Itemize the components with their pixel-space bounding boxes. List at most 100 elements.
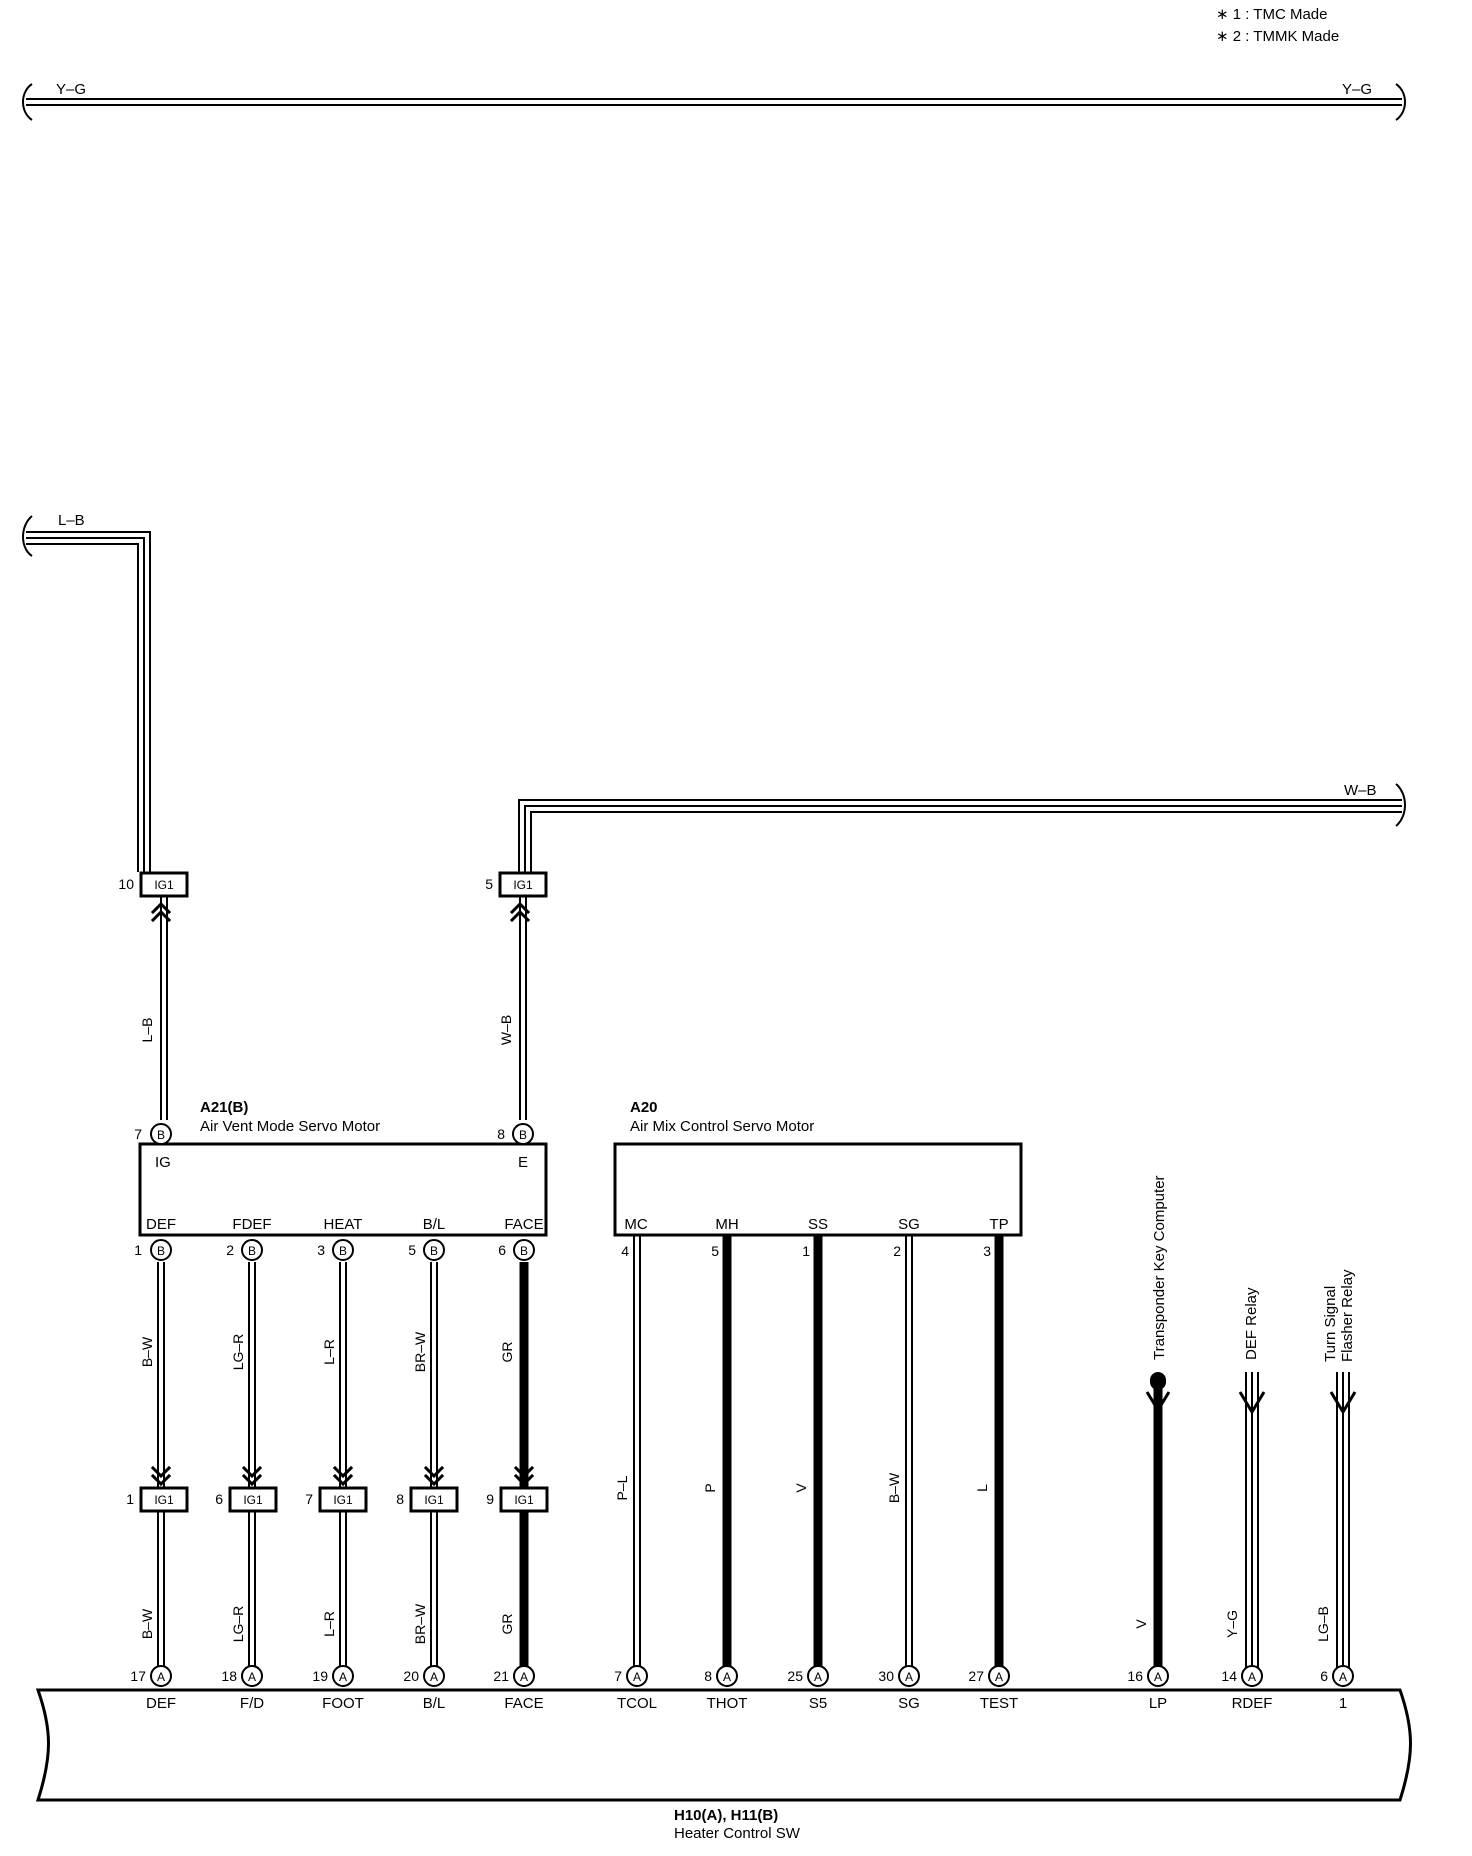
h10-code: H10(A), H11(B)	[674, 1807, 778, 1824]
junction-pin: 9	[486, 1491, 494, 1507]
wire-color: W–B	[498, 1015, 514, 1045]
wire-color: BR–W	[412, 1331, 428, 1372]
h10-label: 1	[1339, 1695, 1347, 1712]
h10-conn: A	[248, 1670, 256, 1684]
a21-top-pin: 8	[497, 1126, 505, 1142]
wb-feed: W–B	[518, 782, 1406, 872]
junction-pin: 6	[215, 1491, 223, 1507]
a20-bottom-pin: 5	[711, 1243, 719, 1259]
h10-terminal: A 25 S5	[787, 1665, 829, 1712]
junction-pin: 7	[305, 1491, 313, 1507]
junction-connector-label: IG1	[243, 1493, 263, 1507]
h10-terminal: A 17 DEF	[130, 1665, 176, 1712]
a21-bottom-conn: B	[157, 1244, 165, 1258]
h10-terminal: A 7 TCOL	[614, 1665, 657, 1712]
bus-wire-right: Y–G	[1342, 81, 1372, 98]
a21-bottom-label: HEAT	[324, 1216, 363, 1233]
h10-conn: A	[633, 1670, 641, 1684]
h10-pin: 17	[130, 1668, 146, 1684]
a21-top-conn: B	[519, 1128, 527, 1142]
junction-connector-label: IG1	[333, 1493, 353, 1507]
a21-bottom-pin: 1	[134, 1242, 142, 1258]
h10-pin: 20	[403, 1668, 419, 1684]
a20-body	[613, 1142, 1023, 1237]
top-bus: Y–G Y–G	[22, 81, 1406, 121]
h10-conn: A	[723, 1670, 731, 1684]
h10-terminal: A 14 RDEF	[1221, 1665, 1272, 1712]
a20-bottom-pin: 4	[621, 1243, 629, 1259]
lb-feed-wire: L–B	[58, 512, 85, 529]
circuit-turn-signal: Turn Signal Flasher Relay LG–B	[1315, 1269, 1357, 1672]
wire-color: B–W	[139, 1608, 155, 1639]
junction-connector-label: IG1	[424, 1493, 444, 1507]
a20-bottom-label: MC	[624, 1216, 647, 1233]
h10-body	[35, 1688, 1412, 1802]
destination-label: DEF Relay	[1243, 1287, 1260, 1360]
destination-label: Transponder Key Computer	[1151, 1175, 1168, 1360]
wire-color: GR	[499, 1614, 515, 1635]
wire-color: P	[702, 1483, 718, 1492]
wire-color: BR–W	[412, 1603, 428, 1644]
a20-bottom-label: TP	[989, 1216, 1008, 1233]
junction-pin: 1	[126, 1491, 134, 1507]
a20-circuit-sg: 2 B–W	[886, 1236, 913, 1672]
a20-bottom-label: SS	[808, 1216, 828, 1233]
h10-terminal: A 20 B/L	[403, 1665, 446, 1712]
h10-terminal: A 27 TEST	[968, 1665, 1018, 1712]
h10-terminal: A 16 LP	[1127, 1665, 1169, 1712]
junction-connector-label: IG1	[514, 1493, 534, 1507]
a21-circuit-heat: B 3 L–R IG1 7 L–R	[305, 1239, 368, 1672]
h10-conn: A	[814, 1670, 822, 1684]
wire-color: GR	[499, 1342, 515, 1363]
junction-connector-label: IG1	[513, 878, 533, 892]
junction-ig1-upper-1: IG1 10 L–B	[118, 871, 189, 1120]
h10-terminal: A 18 F/D	[221, 1665, 264, 1712]
h10-conn: A	[157, 1670, 165, 1684]
h10-pin: 21	[493, 1668, 509, 1684]
h10-component: H10(A), H11(B) Heater Control SW	[35, 1688, 1412, 1842]
a20-bottom-pin: 1	[802, 1243, 810, 1259]
a20-bottom-label: SG	[898, 1216, 920, 1233]
a20-circuit-ss: 1 V	[793, 1236, 823, 1672]
a21-circuit-bl: B 5 BR–W IG1 8 BR–W	[396, 1239, 459, 1672]
h10-label: TEST	[980, 1695, 1018, 1712]
a21-bottom-label: FACE	[504, 1216, 543, 1233]
h10-pin: 25	[787, 1668, 803, 1684]
h10-pin: 18	[221, 1668, 237, 1684]
h10-label: B/L	[423, 1695, 446, 1712]
a20-circuit-mc: 4 P–L	[614, 1236, 641, 1672]
wire-color: V	[793, 1483, 809, 1493]
a21-circuit-face: B 6 GR IG1 9 GR	[486, 1239, 549, 1672]
h10-label: S5	[809, 1695, 827, 1712]
a21-circuit-fdef: B 2 LG–R IG1 6 LG–R	[215, 1239, 278, 1672]
h10-terminals: A 17 DEF A 18 F/D A 19 FOOT A 20 B/L A 2…	[130, 1665, 1354, 1712]
h10-conn: A	[520, 1670, 528, 1684]
bus-break-left	[22, 83, 33, 121]
h10-conn: A	[1154, 1670, 1162, 1684]
junction-pin: 8	[396, 1491, 404, 1507]
h10-label: F/D	[240, 1695, 264, 1712]
h10-label: FOOT	[322, 1695, 364, 1712]
a21-bottom-pin: 5	[408, 1242, 416, 1258]
note-tmc: ∗ 1 : TMC Made	[1216, 6, 1328, 23]
a21-bottom-conn: B	[430, 1244, 438, 1258]
wire-color: Y–G	[1224, 1610, 1240, 1638]
wire-color: L–R	[321, 1339, 337, 1365]
wire-color: LG–B	[1315, 1606, 1331, 1642]
wire-color: L	[974, 1484, 990, 1492]
h10-conn: A	[905, 1670, 913, 1684]
a20-bottom-pin: 3	[983, 1243, 991, 1259]
a20-code: A20	[630, 1099, 658, 1116]
a21-component: A21(B) Air Vent Mode Servo Motor B 7 IG …	[134, 1099, 548, 1237]
h10-pin: 27	[968, 1668, 984, 1684]
a21-bottom-label: FDEF	[232, 1216, 271, 1233]
lb-feed: L–B	[22, 512, 151, 872]
h10-label: LP	[1149, 1695, 1167, 1712]
h10-conn: A	[995, 1670, 1003, 1684]
a20-bottom-pin: 2	[893, 1243, 901, 1259]
a21-bottom-label: B/L	[423, 1216, 446, 1233]
circuit-def-relay: DEF Relay Y–G	[1224, 1287, 1266, 1672]
junction-connector-label: IG1	[154, 878, 174, 892]
wire-color: LG–R	[230, 1334, 246, 1371]
